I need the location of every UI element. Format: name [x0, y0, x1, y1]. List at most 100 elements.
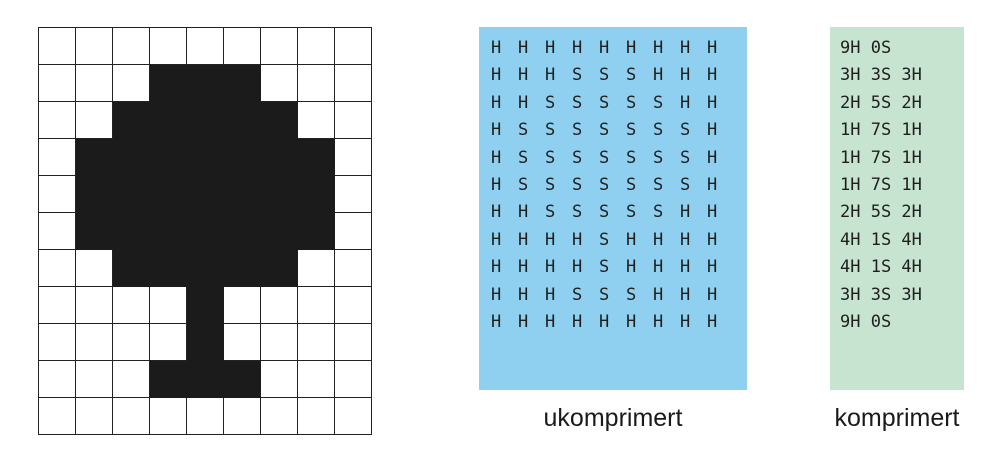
pixel-off [39, 176, 76, 213]
uncompressed-cell: S [680, 120, 691, 141]
pixel-on [187, 65, 224, 102]
pixel-off [224, 287, 261, 324]
uncompressed-cell: S [572, 147, 583, 168]
uncompressed-cell: H [680, 92, 691, 113]
pixel-on [150, 213, 187, 250]
uncompressed-cell: S [680, 147, 691, 168]
pixel-on [187, 287, 224, 324]
uncompressed-cell: H [599, 38, 610, 58]
pixel-off [335, 398, 372, 435]
pixel-off [224, 324, 261, 361]
pixel-on [113, 250, 150, 287]
pixel-off [113, 361, 150, 398]
uncompressed-cell: S [626, 147, 637, 168]
pixel-off [261, 287, 298, 324]
pixel-on [261, 176, 298, 213]
pixel-off [76, 102, 113, 139]
uncompressed-cell: H [491, 147, 502, 168]
uncompressed-cell: S [572, 174, 583, 195]
pixel-on [261, 102, 298, 139]
uncompressed-cell: H [707, 311, 718, 332]
uncompressed-cell: S [626, 65, 637, 86]
pixel-off [261, 398, 298, 435]
pixel-off [113, 324, 150, 361]
pixel-off [39, 139, 76, 176]
uncompressed-cell: H [491, 120, 502, 141]
pixel-on [224, 361, 261, 398]
pixel-off [335, 102, 372, 139]
pixel-on [76, 213, 113, 250]
uncompressed-cell: S [599, 284, 610, 305]
pixel-off [187, 28, 224, 65]
pixel-off [298, 324, 335, 361]
pixel-off [335, 361, 372, 398]
pixel-on [76, 176, 113, 213]
pixel-off [113, 65, 150, 102]
uncompressed-cell: S [545, 147, 556, 168]
pixel-on [224, 139, 261, 176]
compressed-row: 2H 5S 2H [840, 92, 922, 113]
pixel-on [150, 65, 187, 102]
uncompressed-cell: H [653, 38, 664, 58]
pixel-off [113, 287, 150, 324]
uncompressed-cell: S [545, 202, 556, 223]
uncompressed-cell: H [572, 311, 583, 332]
uncompressed-cell: H [518, 229, 529, 250]
uncompressed-cell: S [626, 92, 637, 113]
pixel-off [298, 250, 335, 287]
pixel-on [261, 250, 298, 287]
uncompressed-cell: S [653, 174, 664, 195]
uncompressed-cell: S [518, 147, 529, 168]
pixel-off [261, 65, 298, 102]
uncompressed-cell: H [653, 284, 664, 305]
pixel-off [76, 250, 113, 287]
pixel-on [187, 213, 224, 250]
pixel-off [39, 398, 76, 435]
pixel-off [39, 250, 76, 287]
pixel-off [261, 28, 298, 65]
uncompressed-cell: H [680, 65, 691, 86]
uncompressed-cell: H [491, 65, 502, 86]
uncompressed-cell: H [653, 311, 664, 332]
uncompressed-cell: H [707, 284, 718, 305]
uncompressed-cell: S [572, 65, 583, 86]
uncompressed-cell: S [545, 120, 556, 141]
uncompressed-cell: S [626, 202, 637, 223]
pixel-on [261, 213, 298, 250]
uncompressed-caption: ukomprimert [543, 404, 683, 432]
pixel-off [224, 398, 261, 435]
pixel-on [224, 65, 261, 102]
pixel-off [76, 65, 113, 102]
pixel-off [76, 398, 113, 435]
uncompressed-cell: H [545, 311, 556, 332]
uncompressed-cell: H [545, 257, 556, 278]
pixel-off [39, 287, 76, 324]
pixel-off [335, 139, 372, 176]
pixel-on [298, 139, 335, 176]
uncompressed-cell: H [599, 311, 610, 332]
uncompressed-cell: H [707, 174, 718, 195]
pixel-off [150, 398, 187, 435]
uncompressed-cell: H [518, 202, 529, 223]
uncompressed-cell: S [572, 202, 583, 223]
pixel-on [150, 250, 187, 287]
uncompressed-cell: H [518, 257, 529, 278]
uncompressed-cell: H [626, 311, 637, 332]
pixel-off [224, 28, 261, 65]
pixel-off [39, 65, 76, 102]
pixel-off [39, 213, 76, 250]
compressed-row: 1H 7S 1H [840, 120, 922, 141]
uncompressed-cell: H [653, 229, 664, 250]
pixel-off [76, 287, 113, 324]
pixel-off [335, 176, 372, 213]
uncompressed-cell: H [680, 284, 691, 305]
pixel-on [113, 213, 150, 250]
uncompressed-cell: S [599, 120, 610, 141]
uncompressed-cell: H [707, 257, 718, 278]
